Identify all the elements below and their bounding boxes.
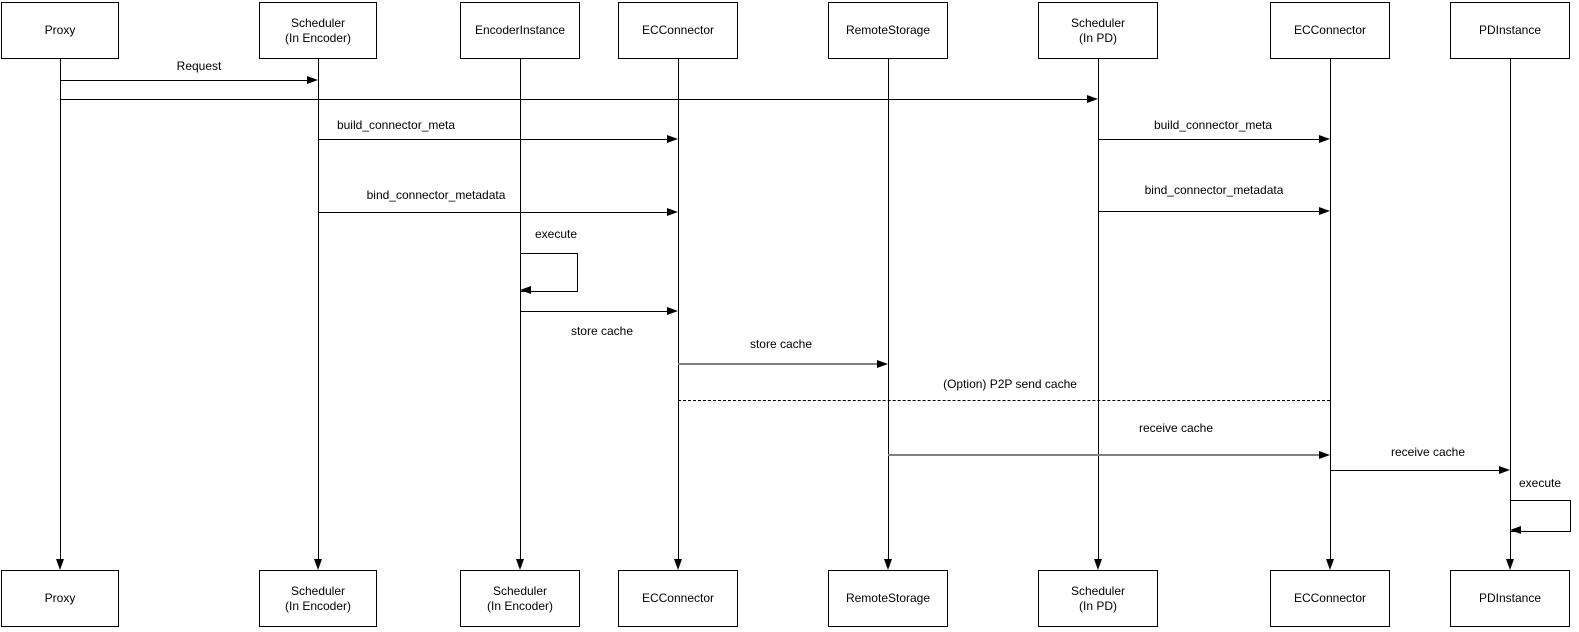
actor-top-ecconnector-2: ECConnector — [1270, 2, 1390, 59]
lifeline-ecconnector-1 — [678, 59, 679, 559]
actor-label: ECConnector — [1293, 591, 1367, 605]
self-loop — [1510, 500, 1571, 532]
message-line — [1098, 139, 1322, 140]
actor-label: Scheduler — [290, 583, 346, 598]
message-label: build_connector_meta — [334, 118, 458, 133]
arrowhead — [884, 559, 892, 570]
arrowhead — [1319, 207, 1330, 215]
lifeline-ecconnector-2 — [1330, 59, 1331, 559]
actor-top-ecconnector-1: ECConnector — [618, 2, 738, 59]
actor-label: PDInstance — [1478, 23, 1542, 37]
actor-bottom-scheduler-encoder-2: Scheduler (In Encoder) — [460, 570, 580, 627]
message-line — [520, 311, 670, 312]
actor-label: Scheduler — [1070, 15, 1126, 30]
message-line — [678, 400, 1330, 401]
actor-label: ECConnector — [641, 23, 715, 37]
arrowhead — [667, 135, 678, 143]
lifeline-remotestorage — [888, 59, 889, 559]
message-line — [318, 139, 670, 140]
actor-bottom-proxy: Proxy — [1, 570, 119, 627]
actor-label-line2: (In PD) — [1078, 598, 1117, 613]
message-label: receive cache — [1388, 445, 1468, 460]
lifeline-encoderinstance — [520, 59, 521, 559]
arrowhead — [667, 307, 678, 315]
message-label: execute — [1516, 476, 1564, 491]
message-line — [1098, 211, 1322, 212]
message-line — [60, 99, 1090, 100]
arrowhead — [56, 559, 64, 570]
arrowhead — [1506, 559, 1514, 570]
actor-label-line2: (In Encoder) — [486, 598, 554, 613]
arrowhead — [1087, 95, 1098, 103]
lifeline-scheduler-pd — [1098, 59, 1099, 559]
actor-label-line2: (In Encoder) — [284, 30, 352, 45]
arrowhead — [1319, 135, 1330, 143]
message-label: build_connector_meta — [1151, 118, 1275, 133]
message-line — [888, 454, 1322, 456]
message-label: (Option) P2P send cache — [941, 377, 1079, 392]
actor-label-line2: (In Encoder) — [284, 598, 352, 613]
message-label: store cache — [747, 337, 815, 352]
actor-label: RemoteStorage — [845, 591, 931, 605]
arrowhead — [877, 360, 888, 368]
arrowhead — [314, 559, 322, 570]
arrowhead — [1510, 526, 1521, 534]
message-label: store cache — [568, 324, 636, 339]
actor-top-remotestorage: RemoteStorage — [828, 2, 948, 59]
message-label: execute — [532, 227, 580, 242]
actor-label: Scheduler — [492, 583, 548, 598]
actor-label: ECConnector — [641, 591, 715, 605]
actor-label: Proxy — [44, 591, 76, 605]
message-line — [678, 363, 880, 365]
actor-bottom-scheduler-pd: Scheduler (In PD) — [1038, 570, 1158, 627]
arrowhead — [674, 559, 682, 570]
actor-label: PDInstance — [1478, 591, 1542, 605]
actor-label: EncoderInstance — [474, 23, 566, 37]
arrowhead — [516, 559, 524, 570]
actor-label-line2: (In PD) — [1078, 30, 1117, 45]
actor-top-scheduler-pd: Scheduler (In PD) — [1038, 2, 1158, 59]
actor-top-pdinstance: PDInstance — [1450, 2, 1570, 59]
actor-label: Scheduler — [1070, 583, 1126, 598]
actor-label: Scheduler — [290, 15, 346, 30]
actor-bottom-ecconnector-1: ECConnector — [618, 570, 738, 627]
message-label: bind_connector_metadata — [1142, 183, 1286, 198]
actor-label: ECConnector — [1293, 23, 1367, 37]
lifeline-proxy — [60, 59, 61, 559]
message-label: receive cache — [1136, 421, 1216, 436]
message-label: bind_connector_metadata — [364, 188, 508, 203]
actor-label: RemoteStorage — [845, 23, 931, 37]
arrowhead — [667, 208, 678, 216]
lifeline-pdinstance — [1510, 59, 1511, 559]
self-loop — [520, 253, 578, 292]
actor-bottom-pdinstance: PDInstance — [1450, 570, 1570, 627]
arrowhead — [520, 286, 531, 294]
message-label: Request — [174, 59, 224, 74]
actor-top-scheduler-encoder: Scheduler (In Encoder) — [259, 2, 377, 59]
arrowhead — [1319, 451, 1330, 459]
lifeline-scheduler-encoder — [318, 59, 319, 559]
actor-bottom-ecconnector-2: ECConnector — [1270, 570, 1390, 627]
message-line — [1330, 470, 1502, 471]
actor-top-proxy: Proxy — [1, 2, 119, 59]
actor-bottom-scheduler-encoder-1: Scheduler (In Encoder) — [259, 570, 377, 627]
arrowhead — [307, 76, 318, 84]
message-line — [318, 212, 670, 213]
arrowhead — [1326, 559, 1334, 570]
actor-bottom-remotestorage: RemoteStorage — [828, 570, 948, 627]
actor-top-encoderinstance: EncoderInstance — [460, 2, 580, 59]
message-line — [60, 80, 310, 81]
arrowhead — [1499, 466, 1510, 474]
arrowhead — [1094, 559, 1102, 570]
actor-label: Proxy — [44, 23, 76, 37]
